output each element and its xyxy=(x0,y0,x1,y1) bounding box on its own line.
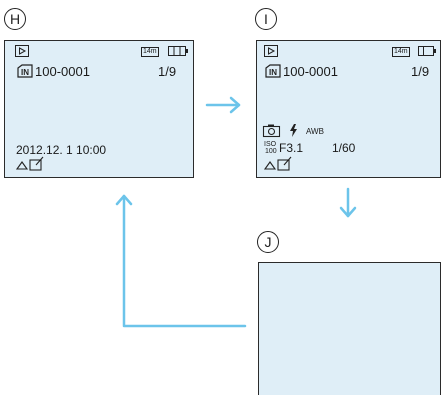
panel-h-label: H xyxy=(4,8,26,30)
flash-icon xyxy=(290,124,297,137)
camera-icon xyxy=(262,124,281,138)
image-counter: 1/9 xyxy=(158,64,177,79)
panel-j-label: J xyxy=(257,231,279,253)
panel-j-screen xyxy=(258,262,441,395)
print-icon xyxy=(15,161,29,170)
battery-icon xyxy=(168,46,188,56)
arrow-h-to-i xyxy=(205,96,241,114)
iso-value: 100 xyxy=(265,148,277,155)
panel-i-label: I xyxy=(255,8,277,30)
edit-icon xyxy=(277,156,292,171)
shutter-speed: 1/60 xyxy=(332,141,356,155)
white-balance: AWB xyxy=(306,127,324,136)
panel-i-screen: 14m IN 100-0001 1/9 AWB ISO 100 F3.1 1/6… xyxy=(256,40,441,178)
edit-icon xyxy=(29,156,44,171)
aperture-value: F3.1 xyxy=(279,141,304,155)
arrow-j-to-h xyxy=(115,194,247,328)
svg-text:IN: IN xyxy=(269,68,277,77)
playback-icon xyxy=(264,45,278,57)
internal-memory-icon: IN xyxy=(265,64,281,78)
folder-file-number: 100-0001 xyxy=(35,64,90,79)
recording-datetime: 2012.12. 1 10:00 xyxy=(16,143,107,157)
panel-h-screen: 14m IN 100-0001 1/9 2012.12. 1 10:00 xyxy=(4,40,194,178)
print-icon xyxy=(263,161,277,170)
battery-icon xyxy=(418,46,436,56)
picture-size-badge: 14m xyxy=(141,47,159,57)
iso-label: ISO xyxy=(264,141,277,148)
arrow-i-to-j xyxy=(339,187,357,218)
internal-memory-icon: IN xyxy=(17,64,33,78)
folder-file-number: 100-0001 xyxy=(283,64,338,79)
picture-size-badge: 14m xyxy=(392,47,410,57)
image-counter: 1/9 xyxy=(411,64,430,79)
svg-text:IN: IN xyxy=(21,68,29,77)
playback-icon xyxy=(15,45,29,57)
